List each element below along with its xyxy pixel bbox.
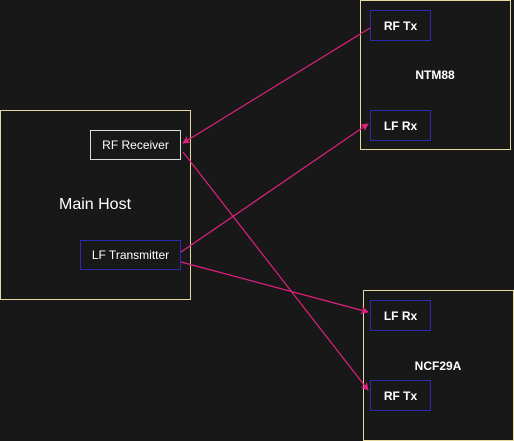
- ncf29a-lf-rx-module[interactable]: [370, 300, 431, 331]
- arrow-ntm88-rftx-to-rf-receiver: [182, 27, 371, 144]
- ntm88-rf-tx-module[interactable]: [370, 10, 431, 41]
- ncf29a-title: NCF29A: [414, 359, 462, 373]
- arrow-lf-transmitter-to-ntm88-lfrx: [180, 123, 369, 253]
- ncf29a-rf-tx-label: RF Tx: [383, 388, 418, 403]
- ncf29a-lf-rx-label: LF Rx: [383, 308, 418, 323]
- ncf29a-rf-tx-module[interactable]: [370, 380, 431, 411]
- rf-receiver-module[interactable]: [90, 130, 181, 160]
- lf-transmitter-module[interactable]: [80, 240, 181, 270]
- ntm88-lf-rx-label: LF Rx: [383, 118, 418, 133]
- arrow-rf-receiver-to-ncf29a-rftx: [182, 151, 369, 391]
- ntm88-title: NTM88: [415, 68, 455, 82]
- rf-receiver-label: RF Receiver: [102, 138, 169, 152]
- lf-transmitter-label: LF Transmitter: [91, 248, 170, 262]
- main-host-title: Main Host: [58, 196, 132, 213]
- arrow-lf-transmitter-to-ncf29a-lfrx: [180, 261, 369, 315]
- ntm88-rf-tx-label: RF Tx: [383, 18, 418, 33]
- ntm88-lf-rx-module[interactable]: [370, 110, 431, 141]
